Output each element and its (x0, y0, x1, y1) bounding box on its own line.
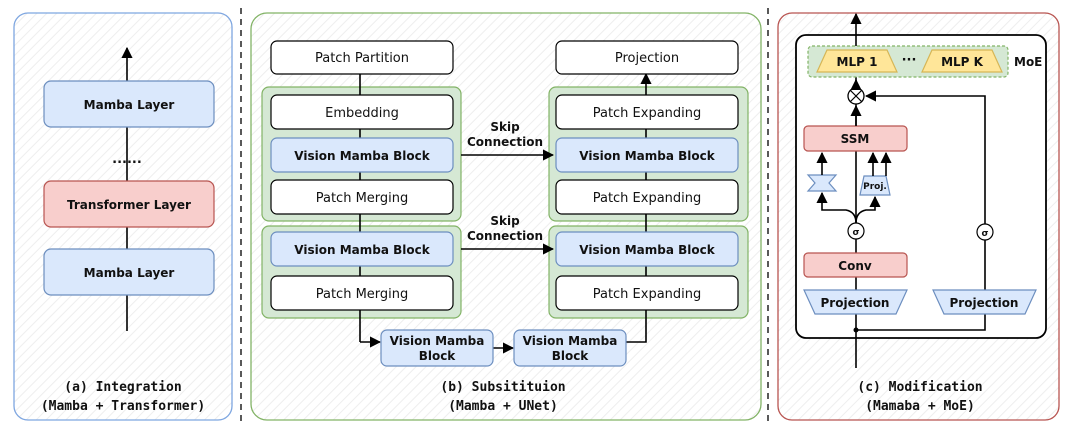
mlp-dots: ··· (902, 53, 917, 68)
decoder-vision-mamba-block-1 (555, 137, 739, 173)
projection-right-label: Projection (950, 296, 1019, 310)
projection-label: Projection (615, 51, 679, 66)
panel-c-caption-line2: (Mamaba + MoE) (865, 399, 975, 414)
mamba-layer-bottom (43, 248, 215, 296)
patch-partition-label: Patch Partition (315, 51, 409, 66)
mlp-1-label: MLP 1 (837, 55, 878, 69)
bottleneck-block-2-line1: Vision Mamba (523, 334, 618, 348)
projection-right-box (932, 289, 1037, 315)
transformer-layer (43, 180, 215, 228)
ssm-label: SSM (841, 132, 870, 146)
mamba-layer-top-label: Mamba Layer (84, 98, 175, 112)
bottleneck-block-2 (513, 329, 627, 367)
patch-expanding-label-2: Patch Expanding (593, 191, 702, 206)
junction-dot (853, 327, 859, 333)
embedding-label: Embedding (325, 106, 399, 121)
panel-c-caption-line1: (c) Modification (857, 380, 982, 395)
patch-merging-box-2 (270, 275, 454, 311)
projection-left-box (803, 289, 908, 315)
conv-label: Conv (838, 259, 872, 273)
moe-label: MoE (1014, 55, 1042, 69)
projection-left-label: Projection (821, 296, 890, 310)
panel-c-modification: MLP 1 ··· MLP K MoE σ SSM Proj. σ (777, 12, 1060, 421)
mamba-layer-bottom-label: Mamba Layer (84, 266, 175, 280)
mlp-k-box (921, 49, 1003, 73)
patch-expanding-box-1 (555, 94, 739, 130)
bottleneck-block-2-line2: Block (552, 349, 590, 363)
skip-label-1-line1: Skip (490, 120, 520, 134)
patch-merging-label-2: Patch Merging (316, 287, 409, 302)
patch-merging-box-1 (270, 179, 454, 215)
encoder-vision-mamba-block-1 (270, 137, 454, 173)
panel-a-caption-line2: (Mamba + Transformer) (41, 399, 205, 414)
patch-expanding-label-1: Patch Expanding (593, 106, 702, 121)
panel-a-caption-line1: (a) Integration (64, 380, 181, 395)
proj-small-label: Proj. (863, 182, 887, 192)
sigma-right-label: σ (981, 229, 988, 239)
encoder-vision-mamba-block-2-label: Vision Mamba Block (294, 243, 430, 257)
decoder-vision-mamba-block-2 (555, 231, 739, 267)
patch-expanding-label-3: Patch Expanding (593, 287, 702, 302)
skip-label-2-line2: Connection (467, 229, 543, 243)
sigma-node-left (847, 222, 865, 240)
skip-label-2-line1: Skip (490, 214, 520, 228)
mlp-1-box (816, 49, 898, 73)
panel-b-caption-line2: (Mamba + UNet) (448, 399, 558, 414)
sigma-left-label: σ (852, 228, 859, 238)
panel-b-caption-line1: (b) Subsitituion (440, 380, 565, 395)
bottleneck-block-1-line1: Vision Mamba (390, 334, 485, 348)
panel-b-substitution: Patch Partition Projection Embedding Vis… (250, 12, 762, 421)
embedding-box (270, 94, 454, 130)
bottleneck-block-1 (380, 329, 494, 367)
patch-partition-box (270, 40, 454, 75)
gate-branch-line (856, 90, 986, 331)
bottleneck-block-1-line2: Block (419, 349, 457, 363)
sigma-node-right (976, 223, 994, 241)
patch-expanding-box-3 (555, 275, 739, 311)
mlp-k-label: MLP K (941, 55, 984, 69)
proj-small-box (859, 175, 891, 196)
panel-a-integration: Mamba Layer ...... Transformer Layer Mam… (13, 12, 233, 421)
decoder-vision-mamba-block-1-label: Vision Mamba Block (579, 149, 715, 163)
conv-box (803, 252, 908, 278)
projection-box (555, 40, 739, 75)
multiply-symbol-stroke-2 (850, 90, 862, 102)
decoder-vision-mamba-block-2-label: Vision Mamba Block (579, 243, 715, 257)
transformer-layer-label: Transformer Layer (67, 198, 191, 212)
left-small-projection (806, 174, 838, 192)
patch-merging-label-1: Patch Merging (316, 191, 409, 206)
mamba-layer-top (43, 80, 215, 128)
encoder-vision-mamba-block-1-label: Vision Mamba Block (294, 149, 430, 163)
patch-expanding-box-2 (555, 179, 739, 215)
skip-label-1-line2: Connection (467, 135, 543, 149)
ellipsis: ...... (112, 152, 142, 167)
split-right-line (855, 195, 881, 224)
encoder-vision-mamba-block-2 (270, 231, 454, 267)
